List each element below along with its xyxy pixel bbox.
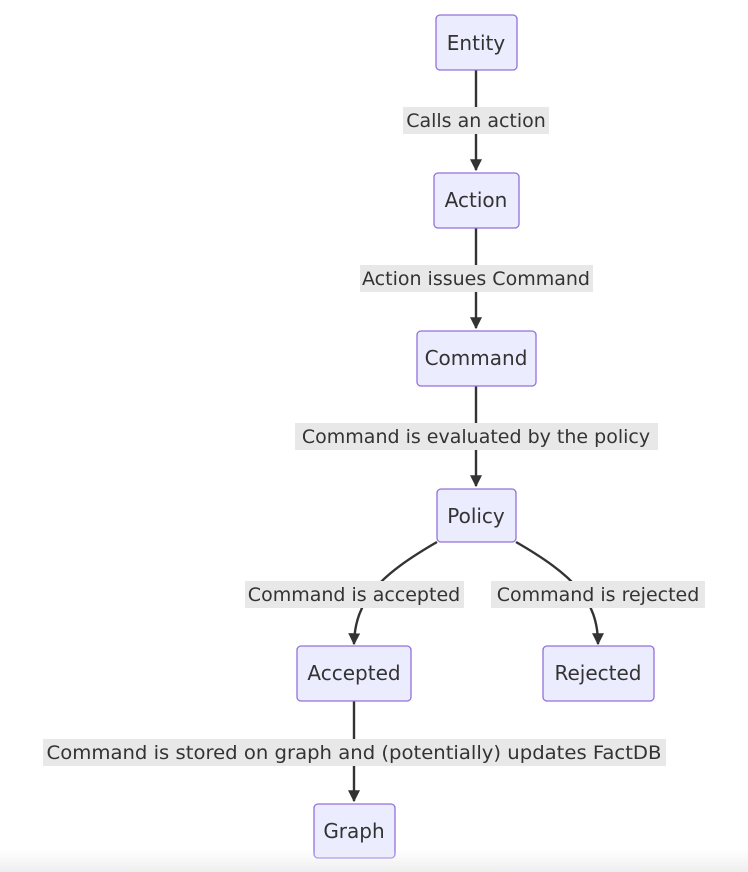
node-label: Policy [447,504,505,528]
node-label: Action [445,188,508,212]
bottom-shadow [0,850,748,872]
node-label: Command [425,346,528,370]
edge-label-text: Action issues Command [362,268,590,290]
node-label: Graph [323,819,384,843]
edge-label-action-issues-command: Action issues Command [360,265,593,292]
edge-label-evaluated-by-policy: Command is evaluated by the policy [295,423,658,450]
edge-label-text: Command is rejected [497,584,700,606]
node-action: Action [433,172,520,229]
edge-label-stored-on-graph: Command is stored on graph and (potentia… [43,739,666,766]
node-command: Command [416,330,537,387]
node-label: Entity [447,31,506,55]
edge-label-text: Command is stored on graph and (potentia… [47,742,662,764]
edge-label-text: Command is evaluated by the policy [302,426,650,448]
edge-label-calls-an-action: Calls an action [403,107,549,134]
edge-label-text: Command is accepted [248,584,460,606]
edge-label-command-accepted: Command is accepted [245,581,464,608]
edge-label-command-rejected: Command is rejected [491,581,705,608]
node-entity: Entity [435,14,518,71]
node-label: Accepted [307,661,400,685]
node-policy: Policy [436,488,517,543]
node-label: Rejected [554,661,641,685]
edge-label-text: Calls an action [406,110,546,132]
node-accepted: Accepted [296,645,412,702]
node-rejected: Rejected [542,645,655,702]
